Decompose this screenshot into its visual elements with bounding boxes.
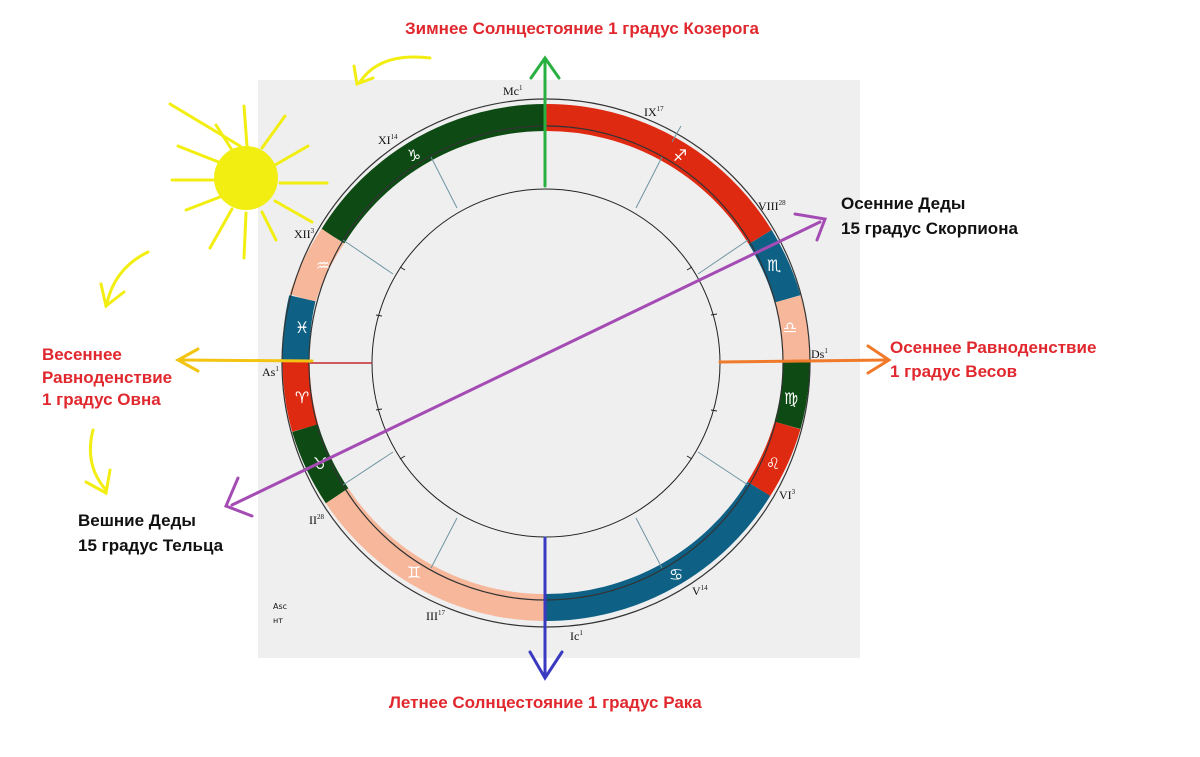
legend-nt: нт [273,616,283,625]
sign-glyph-pisces: ♓ [295,318,309,337]
cusp-line [342,451,394,486]
sign-glyph-capricorn: ♑ [407,146,421,165]
chart-panel [258,80,860,658]
ring-segment-capricorn [321,104,547,244]
spring-dedy-label-line1: Вешние Деды [78,511,196,530]
cusp-line [697,451,749,486]
summer-solstice-label: Летнее Солнцестояние 1 градус Рака [389,693,702,712]
sun-icon [168,102,329,260]
autumn-equinox-label-line2: 1 градус Весов [890,362,1018,381]
autumn-equinox-label-line1: Осеннее Равноденствие [890,338,1097,357]
ring-segment-aquarius [289,228,345,303]
house-label: III17 [426,609,446,623]
tick [399,266,406,271]
house-labels: Mc1 Ic1 As1 Ds1 XI14 IX17 VIII28 XII3 VI… [262,84,828,643]
house-label: VIII28 [758,199,786,213]
cusp-line [635,517,663,569]
ring-segment-scorpio [748,230,801,303]
legend-asc: Asc [273,602,287,611]
sign-glyph-libra: ♎ [783,318,797,337]
zodiac-glyphs: ♑ ♐ ♒ ♏ ♓ ♎ ♈ ♍ ♉ ♌ ♊ ♋ [295,146,798,584]
house-cusp-lines [342,125,749,569]
sign-glyph-aquarius: ♒ [316,256,330,275]
cusp-line [671,125,682,143]
autumn-equinox-arrow [718,344,892,375]
spring-equinox-label-line3: 1 градус Овна [42,390,161,409]
sign-glyph-gemini: ♊ [407,563,421,582]
winter-arrow [529,55,561,188]
spring-equinox-label-line1: Весеннее [42,345,122,364]
cusp-line [430,517,458,569]
house-label: IX17 [644,105,664,119]
cusp-line [697,239,749,275]
ring-segment-sagittarius [545,103,772,245]
as-label: As1 [262,365,279,379]
ring-segment-aries [282,361,319,432]
cusp-line [635,156,663,209]
sign-glyph-sagittarius: ♐ [673,146,687,165]
autumn-dedy-label-line1: Осенние Деды [841,194,966,213]
sign-glyph-scorpio: ♏ [767,256,781,275]
tick [375,408,383,411]
house-label: II28 [309,513,325,527]
house-label: XI14 [378,133,398,147]
tick [710,409,718,412]
autumn-dedy-label-line2: 15 градус Скорпиона [841,219,1018,238]
curved-arrow-left-bottom [84,428,112,496]
ring-segment-gemini [325,488,547,622]
ring-segment-cancer [545,481,771,621]
spring-equinox-arrow [174,347,314,373]
sign-glyph-virgo: ♍ [784,389,798,408]
house-label: V14 [692,584,708,598]
curved-arrow-top [352,55,432,87]
tick [399,455,406,460]
inner-ticks [375,266,718,460]
tick [686,266,693,271]
ic-label: Ic1 [570,629,583,643]
cusp-line [342,239,394,275]
cusp-line [430,156,458,209]
tick [710,313,718,316]
tick [375,314,383,317]
mc-label: Mc1 [503,84,523,98]
sign-glyph-leo: ♌ [766,454,780,473]
curved-arrow-left-top [99,250,150,309]
house-label: VI3 [779,488,796,502]
dedy-arrow [224,212,828,518]
ring-segment-leo [747,421,801,497]
sign-glyph-cancer: ♋ [669,565,683,584]
spring-dedy-label-line2: 15 градус Тельца [78,536,224,555]
ring-segment-virgo [774,361,810,429]
house-label: XII3 [294,227,315,241]
zodiac-ring [281,98,811,628]
ds-label: Ds1 [811,347,828,361]
spring-equinox-label-line2: Равноденствие [42,368,173,387]
tick [686,455,693,460]
sign-glyph-aries: ♈ [295,388,309,407]
winter-solstice-label: Зимнее Солнцестояние 1 градус Козерога [405,19,759,38]
summer-arrow [528,536,564,681]
